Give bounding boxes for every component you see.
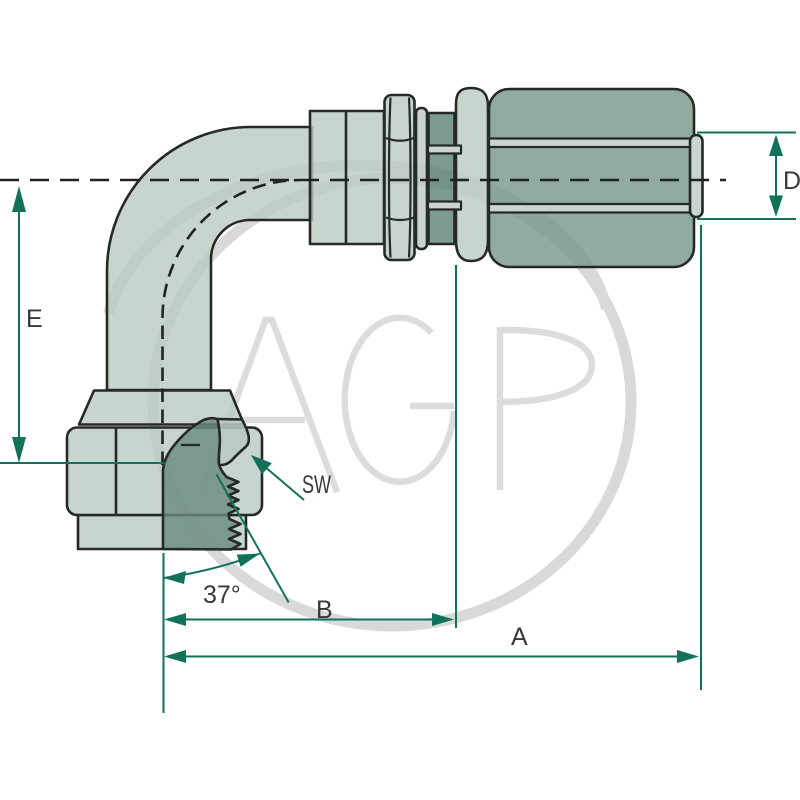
svg-text:B: B [316,596,333,624]
svg-text:SW: SW [302,471,331,499]
svg-text:D: D [783,167,800,195]
svg-text:A: A [511,623,528,651]
svg-text:37°: 37° [203,581,241,609]
svg-text:E: E [26,305,43,333]
